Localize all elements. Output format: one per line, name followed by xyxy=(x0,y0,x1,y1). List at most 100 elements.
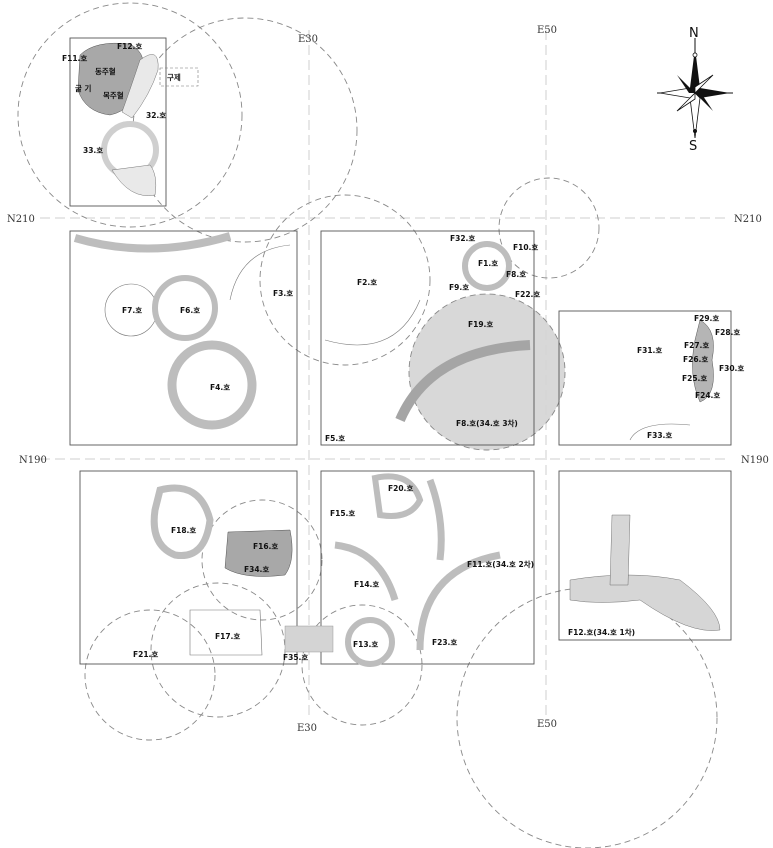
label-gwal: 구제 xyxy=(167,72,181,82)
pit-dashed-box xyxy=(159,67,199,87)
label-bukseok: 목주혈 xyxy=(103,90,124,100)
range-circle-f3 xyxy=(259,194,431,366)
grid-label-e50-top: E50 xyxy=(537,25,557,36)
range-circle-f8 xyxy=(408,293,566,451)
label-f20: F20.호 xyxy=(388,483,413,493)
label-f11b: F11.호(34.호 2차) xyxy=(467,559,534,569)
stone-arc-f14 xyxy=(334,541,399,602)
label-f34: F34.호 xyxy=(244,564,269,574)
label-f6: F6.호 xyxy=(180,305,200,315)
grid-label-n210-left: N210 xyxy=(7,214,35,225)
label-f5: F5.호 xyxy=(325,433,345,443)
label-f25: F25.호 xyxy=(682,373,707,383)
label-f35: F35.호 xyxy=(283,652,308,662)
stone-arc-f11 xyxy=(416,551,501,651)
panel-ne xyxy=(558,310,732,446)
label-f17: F17.호 xyxy=(215,631,240,641)
label-f16: F16.호 xyxy=(253,541,278,551)
label-f18: F18.호 xyxy=(171,525,196,535)
stone-ring-f1 xyxy=(462,241,512,291)
label-ganggi: 동주혈 xyxy=(95,66,116,76)
stone-cluster-32 xyxy=(121,54,159,119)
range-circle-f13 xyxy=(301,604,423,726)
grid-label-e50-bottom: E50 xyxy=(537,719,557,730)
label-f30: F30.호 xyxy=(719,363,744,373)
panel-nc xyxy=(320,230,535,446)
range-circle-top-left xyxy=(17,2,243,228)
grid-label-e30-bottom: E30 xyxy=(297,723,317,734)
pit-arc-f3 xyxy=(229,244,291,301)
label-f4: F4.호 xyxy=(210,382,230,392)
label-f3: F3.호 xyxy=(273,288,293,298)
label-f26: F26.호 xyxy=(683,354,708,364)
stone-ring-f4 xyxy=(167,340,257,430)
label-f29: F29.호 xyxy=(694,313,719,323)
label-f8: F8.호 xyxy=(506,269,526,279)
stone-features xyxy=(73,42,721,667)
label-f22: F22.호 xyxy=(515,289,540,299)
stone-arc-north-nw xyxy=(73,232,232,253)
shaded-area-f35 xyxy=(284,625,334,653)
range-circle-f10 xyxy=(498,177,600,279)
stone-arc-f11-upper xyxy=(426,478,445,561)
stone-cluster-f16 xyxy=(224,529,293,577)
pit-arc-f33 xyxy=(629,423,691,441)
grid-label-e30-top: E30 xyxy=(298,34,318,45)
stone-ring-f20 xyxy=(371,473,424,519)
label-f1: F1.호 xyxy=(478,258,498,268)
label-f23: F23.호 xyxy=(432,637,457,647)
pit-arc-f2 xyxy=(324,299,421,346)
stone-cluster-33-lower xyxy=(111,164,157,196)
range-circle-f21 xyxy=(84,609,216,741)
grid-label-n190-right: N190 xyxy=(741,455,769,466)
panel-nw xyxy=(69,230,298,446)
label-f13: F13.호 xyxy=(353,639,378,649)
range-circle-top-middle xyxy=(132,17,358,243)
label-f27: F27.호 xyxy=(684,340,709,350)
label-f15: F15.호 xyxy=(330,508,355,518)
compass-north-label: N xyxy=(689,26,699,41)
label-f14: F14.호 xyxy=(354,579,379,589)
stone-ring-f18 xyxy=(150,484,214,560)
feature-labels: F11.호 F12.호 동주혈 목주혈 굴 기 구제 32.호 33.호 F32… xyxy=(62,41,744,662)
label-f12b: F12.호(34.호 1차) xyxy=(568,627,635,637)
panel-sc xyxy=(320,470,535,665)
label-f12: F12.호 xyxy=(117,41,142,51)
stone-ring-f13 xyxy=(345,617,395,667)
label-f33: F33.호 xyxy=(647,430,672,440)
panel-north-detail xyxy=(69,37,167,207)
panel-se xyxy=(558,470,732,641)
label-f7: F7.호 xyxy=(122,305,142,315)
dashed-range-circles xyxy=(17,2,718,848)
pit-f17 xyxy=(189,609,263,656)
label-f28: F28.호 xyxy=(715,327,740,337)
range-circle-f16 xyxy=(201,499,323,621)
label-f32: F32.호 xyxy=(450,233,475,243)
panel-sw xyxy=(79,470,298,665)
label-f21: F21.호 xyxy=(133,649,158,659)
range-circle-f17 xyxy=(150,582,286,718)
label-f31: F31.호 xyxy=(637,345,662,355)
label-f10: F10.호 xyxy=(513,242,538,252)
grid-lines: E30 E50 E30 E50 N210 N210 N190 N190 xyxy=(7,25,769,734)
label-pit32: 32.호 xyxy=(146,110,166,120)
label-pit33: 33.호 xyxy=(83,145,103,155)
stone-arc-f19 xyxy=(395,340,531,423)
stone-cluster-f12 xyxy=(569,574,721,631)
grid-label-n210-right: N210 xyxy=(734,214,762,225)
range-circle-f12-large xyxy=(456,587,718,848)
label-f11: F11.호 xyxy=(62,53,87,63)
stone-line-f12-north xyxy=(609,514,631,586)
stone-cluster-f24-f30 xyxy=(692,319,714,403)
label-hwaseok: 굴 기 xyxy=(75,83,92,93)
survey-panels xyxy=(69,37,732,665)
compass-rose-icon xyxy=(657,38,733,139)
compass-south-label: S xyxy=(689,139,697,154)
label-f2: F2.호 xyxy=(357,277,377,287)
label-f24: F24.호 xyxy=(695,390,720,400)
label-f9: F9.호 xyxy=(449,282,469,292)
grid-label-n190-left: N190 xyxy=(19,455,47,466)
label-f19: F19.호 xyxy=(468,319,493,329)
label-f8b: F8.호(34.호 3차) xyxy=(456,418,518,428)
